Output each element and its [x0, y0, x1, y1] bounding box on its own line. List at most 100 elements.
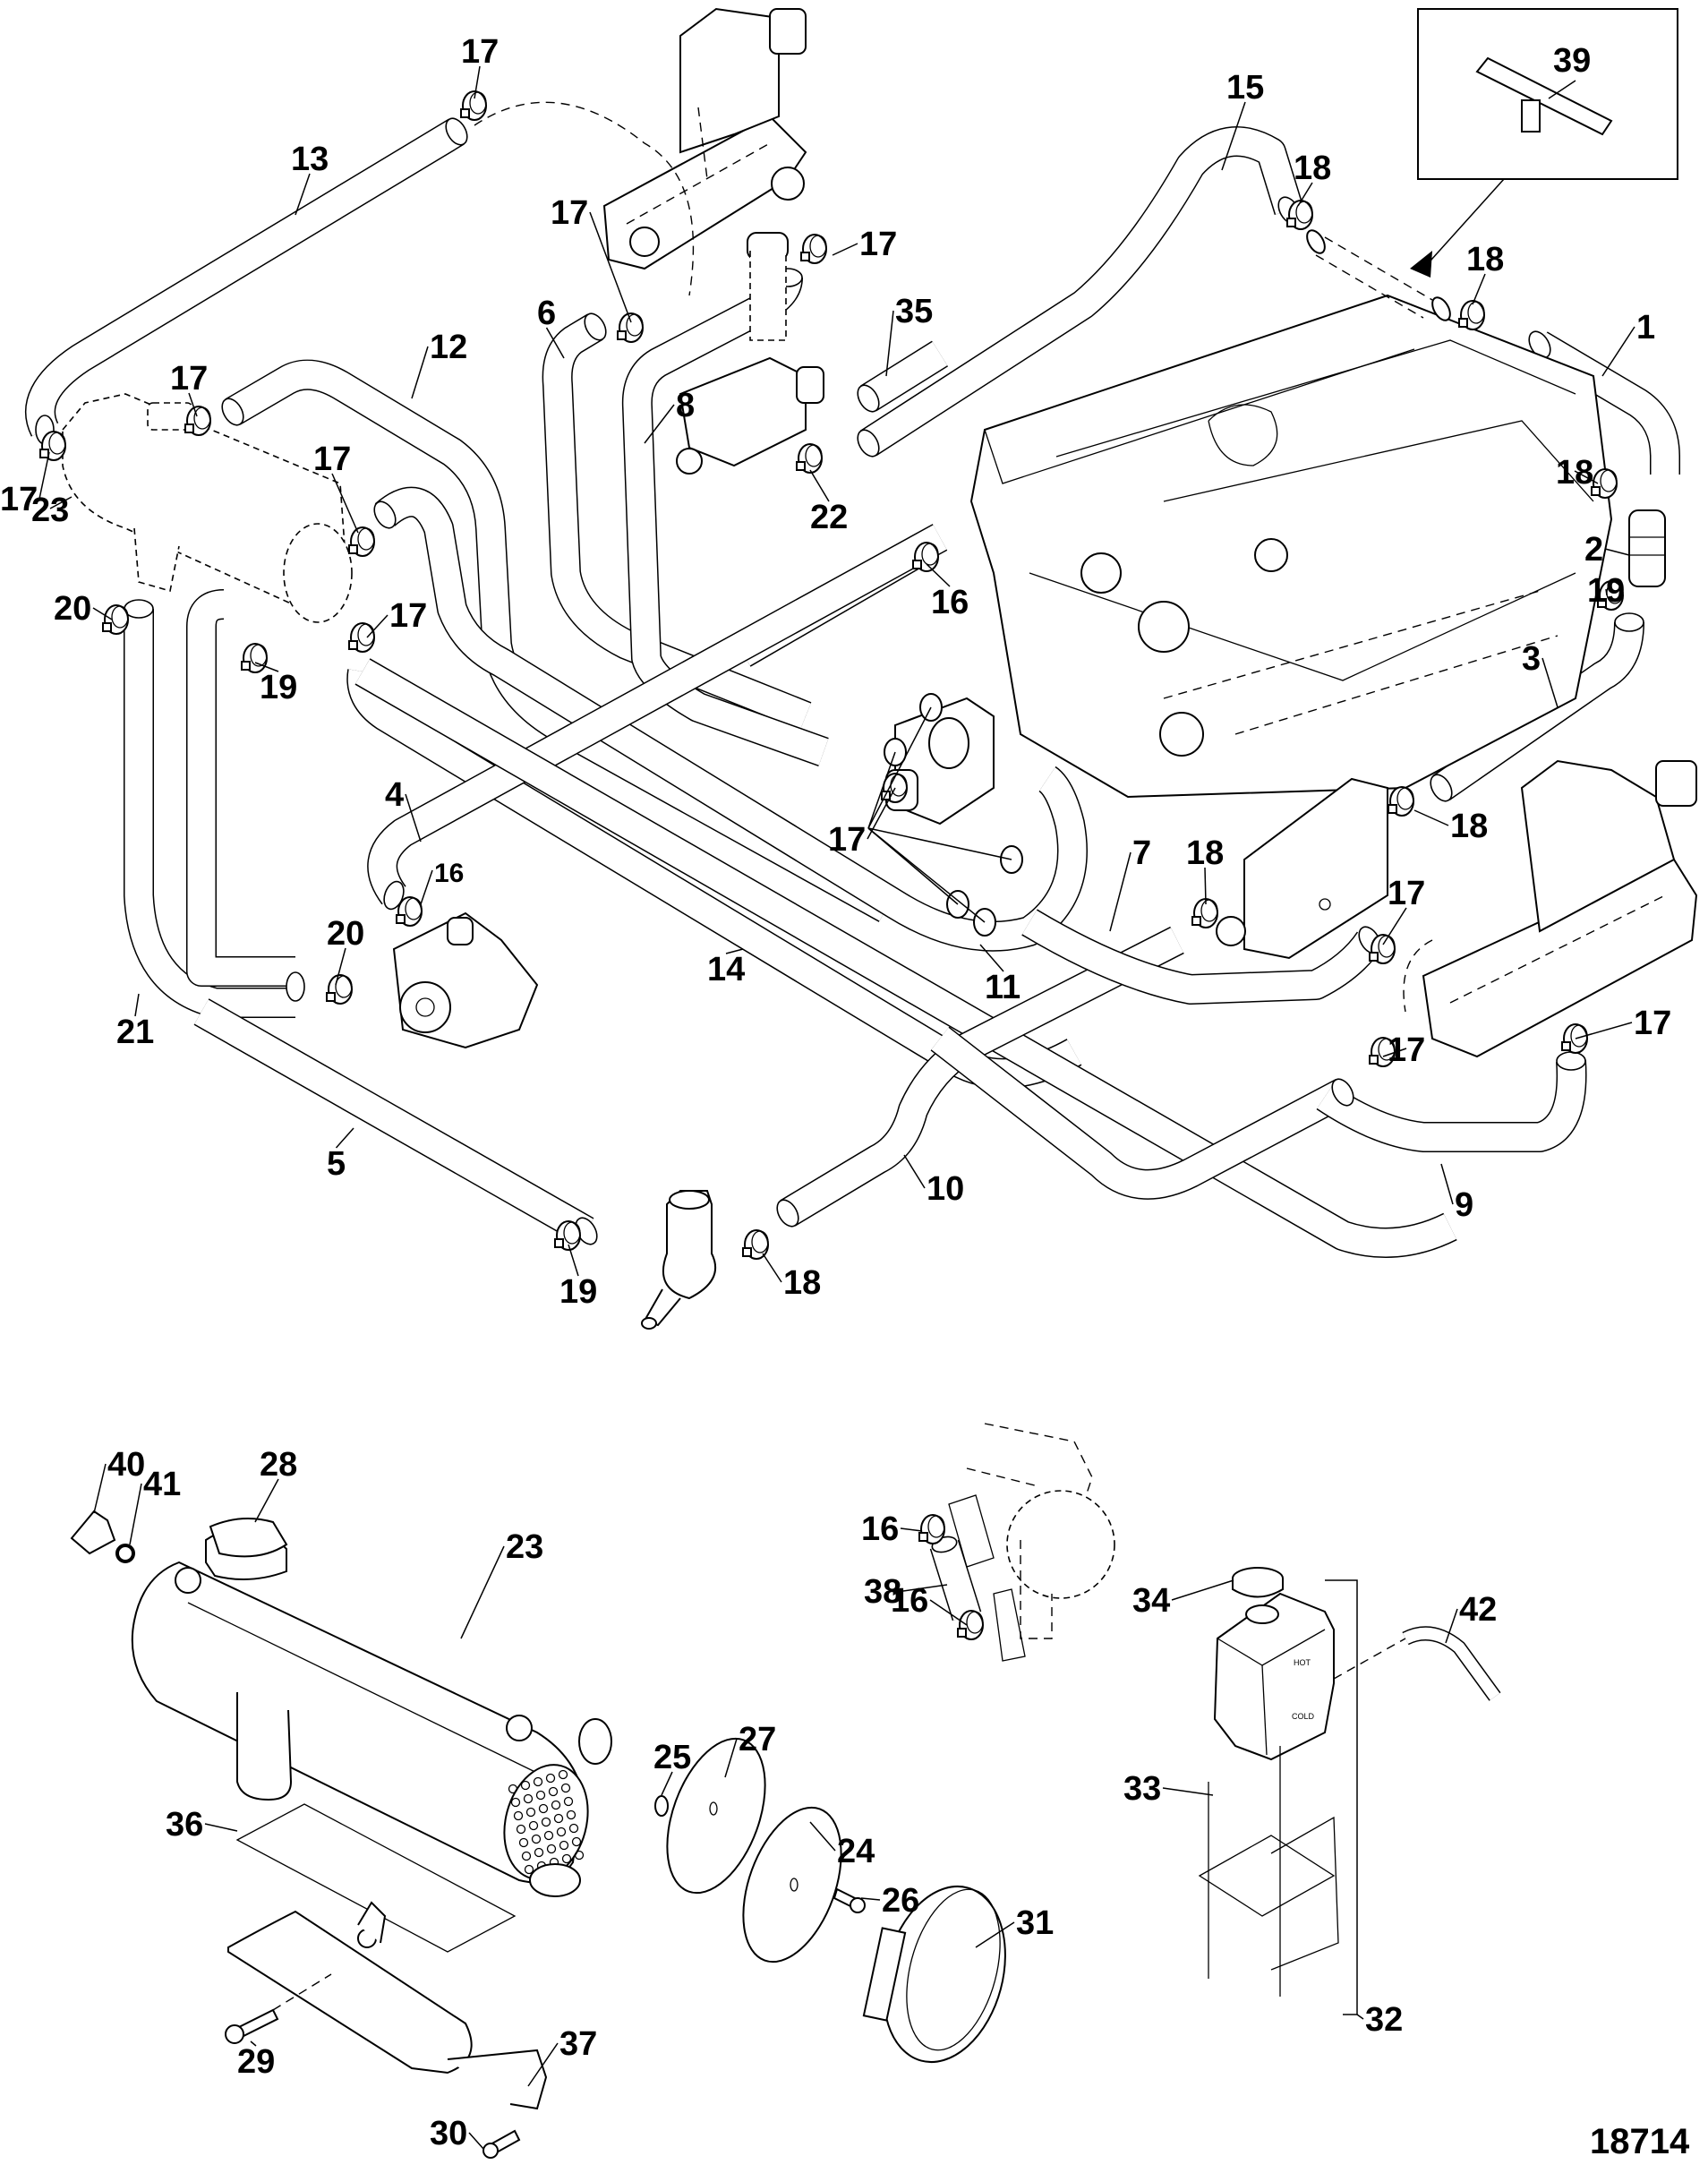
callout-32[interactable]: 32 — [1365, 2001, 1403, 2039]
callout-13[interactable]: 13 — [291, 141, 329, 178]
coolant-reservoir-33: HOT COLD — [1213, 1592, 1335, 1761]
callout-17e[interactable]: 17 — [0, 481, 38, 518]
core-tube-hole — [568, 1823, 579, 1834]
callout-28[interactable]: 28 — [260, 1446, 297, 1484]
core-tube-hole — [561, 1853, 572, 1864]
callout-27[interactable]: 27 — [739, 1721, 776, 1758]
callout-25[interactable]: 25 — [653, 1739, 691, 1776]
callout-20b[interactable]: 20 — [327, 915, 364, 953]
callout-17f[interactable]: 17 — [313, 441, 351, 478]
reservoir-bracket — [1198, 1746, 1339, 1997]
callout-1[interactable]: 1 — [1636, 309, 1655, 346]
callout-33[interactable]: 33 — [1123, 1770, 1161, 1808]
callout-20a[interactable]: 20 — [54, 590, 91, 628]
callout-29[interactable]: 29 — [237, 2043, 275, 2081]
callout-18d[interactable]: 18 — [1450, 808, 1488, 845]
callout-42[interactable]: 42 — [1459, 1591, 1497, 1629]
hose-clamp-icon — [617, 312, 644, 343]
callout-4[interactable]: 4 — [385, 776, 404, 814]
callout-35[interactable]: 35 — [895, 293, 933, 330]
leader-line-20a — [92, 607, 113, 620]
screw-26 — [833, 1887, 866, 1913]
callout-10[interactable]: 10 — [927, 1170, 964, 1208]
bolt-29 — [225, 1973, 332, 2044]
callout-37[interactable]: 37 — [559, 2025, 597, 2063]
callout-17k[interactable]: 17 — [1634, 1005, 1671, 1042]
callout-30[interactable]: 30 — [430, 2115, 467, 2152]
leader-line-17b — [589, 211, 632, 323]
leader-line-40 — [93, 1463, 107, 1514]
callout-16c[interactable]: 16 — [861, 1510, 899, 1548]
callout-17j[interactable]: 17 — [1388, 1031, 1425, 1069]
callout-17i[interactable]: 17 — [1388, 875, 1425, 912]
callout-12[interactable]: 12 — [430, 329, 467, 366]
reservoir-hot-mark: HOT — [1294, 1658, 1311, 1667]
callout-7[interactable]: 7 — [1132, 834, 1151, 872]
bolt-30 — [483, 2129, 521, 2159]
callout-5[interactable]: 5 — [327, 1145, 346, 1183]
callout-23b[interactable]: 23 — [506, 1528, 543, 1566]
hose-clamp-icon — [39, 431, 66, 461]
leader-line-35 — [885, 310, 894, 377]
leader-line-19b — [254, 662, 279, 672]
callout-18e[interactable]: 18 — [1186, 834, 1224, 872]
callout-17b[interactable]: 17 — [551, 194, 588, 232]
overflow-hose-42 — [1333, 1626, 1501, 1701]
callout-11[interactable]: 11 — [985, 969, 1021, 1006]
leader-line-17c — [832, 243, 858, 256]
leader-line-18c — [1574, 470, 1599, 484]
callout-39[interactable]: 39 — [1553, 42, 1591, 80]
leader-line-19c — [568, 1244, 579, 1277]
callout-18a[interactable]: 18 — [1294, 150, 1331, 187]
callout-15[interactable]: 15 — [1226, 69, 1264, 107]
callout-18c[interactable]: 18 — [1556, 454, 1593, 492]
callout-22[interactable]: 22 — [810, 499, 848, 536]
callout-24[interactable]: 24 — [837, 1833, 875, 1870]
callout-23a[interactable]: 23 — [31, 492, 69, 529]
core-tube-hole — [558, 1769, 568, 1780]
callout-3[interactable]: 3 — [1522, 640, 1541, 678]
leader-line-25 — [661, 1771, 673, 1796]
callout-16a[interactable]: 16 — [931, 584, 969, 621]
callout-40[interactable]: 40 — [107, 1446, 145, 1484]
callout-19c[interactable]: 19 — [559, 1273, 597, 1311]
callout-21[interactable]: 21 — [116, 1014, 154, 1051]
callout-18f[interactable]: 18 — [783, 1264, 821, 1302]
callout-8[interactable]: 8 — [676, 387, 695, 424]
callout-16b[interactable]: 16 — [434, 859, 464, 888]
callout-17h[interactable]: 17 — [828, 821, 866, 859]
callout-19b[interactable]: 19 — [260, 669, 297, 706]
fitting-2 — [1628, 509, 1666, 587]
callout-17g[interactable]: 17 — [389, 597, 427, 635]
callout-26[interactable]: 26 — [882, 1882, 919, 1920]
end-cap-clamp-31 — [862, 1885, 1006, 2064]
callout-36[interactable]: 36 — [166, 1806, 203, 1844]
callout-19a[interactable]: 19 — [1587, 572, 1625, 610]
inset-39[interactable] — [1410, 8, 1678, 278]
leader-line-41 — [129, 1483, 142, 1545]
callout-16d[interactable]: 16 — [891, 1582, 928, 1620]
core-tube-hole — [538, 1803, 549, 1814]
leader-line-27 — [724, 1738, 738, 1778]
leader-line-17g — [366, 614, 389, 638]
callout-17c[interactable]: 17 — [859, 226, 897, 263]
callout-17a[interactable]: 17 — [461, 33, 499, 71]
hose-clamp-icon — [796, 443, 823, 474]
callout-31[interactable]: 31 — [1016, 1904, 1054, 1942]
core-tube-hole — [531, 1834, 542, 1844]
hose-clamp-icon — [1388, 786, 1414, 817]
callout-41[interactable]: 41 — [143, 1466, 181, 1503]
callout-34[interactable]: 34 — [1132, 1582, 1170, 1620]
callout-14[interactable]: 14 — [707, 951, 745, 988]
callout-2[interactable]: 2 — [1584, 531, 1603, 569]
kit-32-bracket-line — [1325, 1579, 1358, 2015]
hose-clamp-icon — [742, 1229, 769, 1260]
core-tube-hole — [566, 1809, 576, 1820]
core-tube-hole — [553, 1813, 564, 1824]
callout-6[interactable]: 6 — [537, 295, 556, 332]
hose-11 — [374, 486, 1088, 952]
callout-38[interactable]: 38 — [864, 1573, 901, 1611]
callout-18b[interactable]: 18 — [1466, 241, 1504, 278]
callout-9[interactable]: 9 — [1455, 1186, 1473, 1224]
callout-17d[interactable]: 17 — [170, 360, 208, 398]
